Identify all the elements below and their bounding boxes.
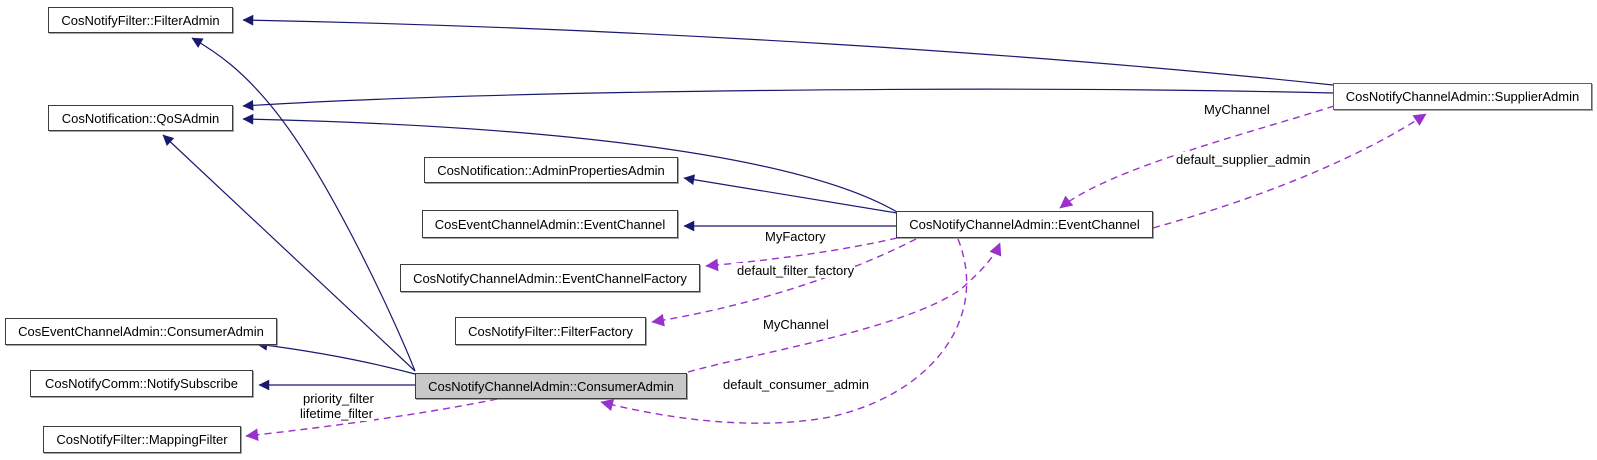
edge-consumeradmin-mychannel	[687, 242, 1002, 373]
edge-label-default-supplier-admin: default_supplier_admin	[1175, 152, 1312, 167]
edge-label-mychannel-consumer: MyChannel	[762, 317, 830, 332]
edge-eventchannel-defaultconsumeradmin	[600, 238, 968, 424]
node-cosnotifychanneladmin-consumeradmin[interactable]: CosNotifyChannelAdmin::ConsumerAdmin	[415, 373, 687, 399]
edge-label-lifetime-filter: lifetime_filter	[299, 406, 374, 421]
node-cosnotifyfilter-mappingfilter[interactable]: CosNotifyFilter::MappingFilter	[43, 426, 241, 453]
node-cosnotifychanneladmin-eventchannel[interactable]: CosNotifyChannelAdmin::EventChannel	[896, 211, 1153, 238]
edge-consumeradmin-priorityfilter-lifetimefilter	[245, 398, 498, 441]
node-coseventchanneladmin-eventchannel[interactable]: CosEventChannelAdmin::EventChannel	[422, 210, 678, 238]
edge-consumeradmin-to-filteradmin	[191, 37, 416, 372]
edge-eventchannel-defaultfilterfactory	[651, 238, 917, 327]
node-coseventchanneladmin-consumeradmin[interactable]: CosEventChannelAdmin::ConsumerAdmin	[5, 318, 277, 345]
edge-consumeradmin-to-consumeradminbase	[256, 339, 416, 375]
node-cosnotification-qosadmin[interactable]: CosNotification::QoSAdmin	[48, 105, 233, 131]
edge-label-default-filter-factory: default_filter_factory	[736, 263, 856, 278]
edge-eventchannel-myfactory	[705, 237, 898, 272]
edge-eventchannel-to-qosadmin	[242, 113, 898, 213]
edge-label-priority-filter: priority_filter	[302, 391, 375, 406]
edge-label-myfactory: MyFactory	[764, 229, 827, 244]
edge-consumeradmin-to-qosadmin	[162, 134, 416, 372]
edge-supplieradmin-to-filteradmin	[242, 14, 1334, 86]
edge-supplieradmin-to-qosadmin	[242, 88, 1334, 111]
edge-eventchannel-defaultsupplieradmin	[1152, 113, 1427, 229]
edge-label-mychannel-supplier: MyChannel	[1203, 102, 1271, 117]
node-cosnotification-adminpropertiesadmin[interactable]: CosNotification::AdminPropertiesAdmin	[424, 157, 678, 183]
edge-eventchannel-to-adminpropertiesadmin	[683, 174, 898, 214]
node-cosnotifyfilter-filterfactory[interactable]: CosNotifyFilter::FilterFactory	[455, 317, 646, 345]
node-cosnotifychanneladmin-supplieradmin[interactable]: CosNotifyChannelAdmin::SupplierAdmin	[1333, 83, 1592, 110]
node-cosnotifyfilter-filteradmin[interactable]: CosNotifyFilter::FilterAdmin	[48, 7, 233, 33]
node-cosnotifycomm-notifysubscribe[interactable]: CosNotifyComm::NotifySubscribe	[30, 370, 253, 397]
edge-label-default-consumer-admin: default_consumer_admin	[722, 377, 870, 392]
node-cosnotifychanneladmin-eventchannelfactory[interactable]: CosNotifyChannelAdmin::EventChannelFacto…	[400, 264, 700, 292]
